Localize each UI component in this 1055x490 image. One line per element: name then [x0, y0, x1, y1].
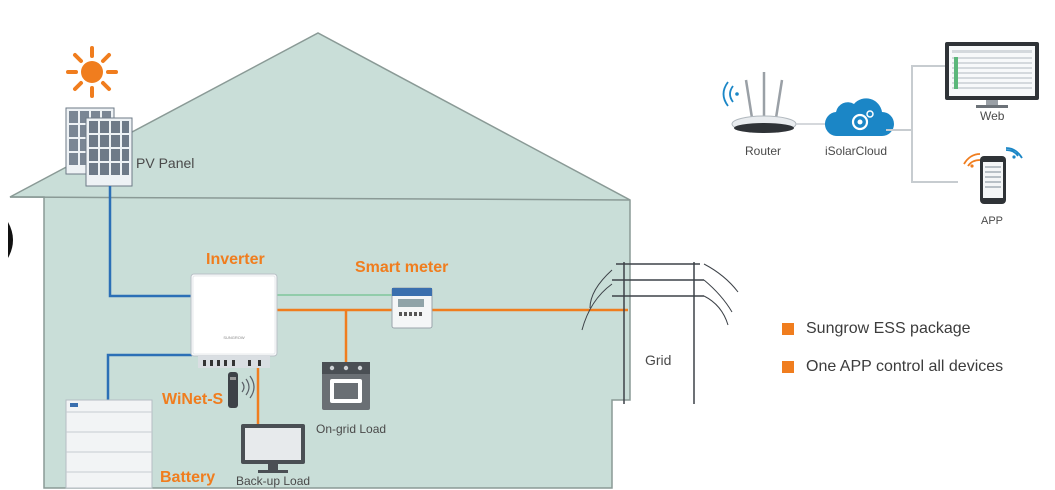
web-monitor-icon	[945, 42, 1039, 108]
edge-tab-marker	[8, 222, 13, 258]
battery-stack-icon	[65, 399, 153, 489]
house-shape	[9, 32, 631, 489]
bullet-item: Sungrow ESS package	[782, 320, 971, 338]
wifi-module-label: WiNet-S	[162, 391, 224, 408]
web-label: Web	[980, 109, 1005, 123]
bullet-text: One APP control all devices	[806, 358, 1004, 375]
ongrid-load-label: On-grid Load	[316, 422, 387, 436]
sun-icon	[66, 46, 118, 98]
pv-panel-label: PV Panel	[136, 155, 195, 171]
devices-bracket	[911, 65, 958, 183]
pv-panel-icon	[65, 107, 133, 187]
bullet-square	[782, 361, 794, 373]
smart-meter-label: Smart meter	[355, 259, 449, 276]
cloud-icon	[824, 98, 894, 137]
battery-label: Battery	[160, 469, 216, 486]
inverter-label: Inverter	[206, 251, 265, 268]
router-icon	[722, 72, 797, 133]
house-eave-line	[9, 196, 631, 201]
svg-text:SUNGROW: SUNGROW	[223, 335, 245, 340]
router-label: Router	[745, 144, 782, 158]
grid-tower-icon	[581, 262, 739, 404]
phone-app-icon	[963, 147, 1023, 204]
inverter-icon: SUNGROW	[190, 273, 278, 368]
bullet-item: One APP control all devices	[782, 358, 1003, 376]
bullet-text: Sungrow ESS package	[806, 320, 971, 337]
smart-meter-icon	[391, 287, 433, 329]
cloud-label: iSolarCloud	[825, 144, 888, 158]
bullet-square	[782, 323, 794, 335]
wifi-dongle-icon	[228, 372, 255, 408]
pv-dc-line	[108, 186, 192, 298]
backup-load-label: Back-up Load	[236, 474, 311, 488]
monitor-load-icon	[241, 424, 305, 473]
oven-load-icon	[322, 362, 370, 410]
battery-dc-line	[106, 353, 192, 400]
grid-label: Grid	[645, 352, 672, 368]
app-label: APP	[981, 215, 1004, 227]
